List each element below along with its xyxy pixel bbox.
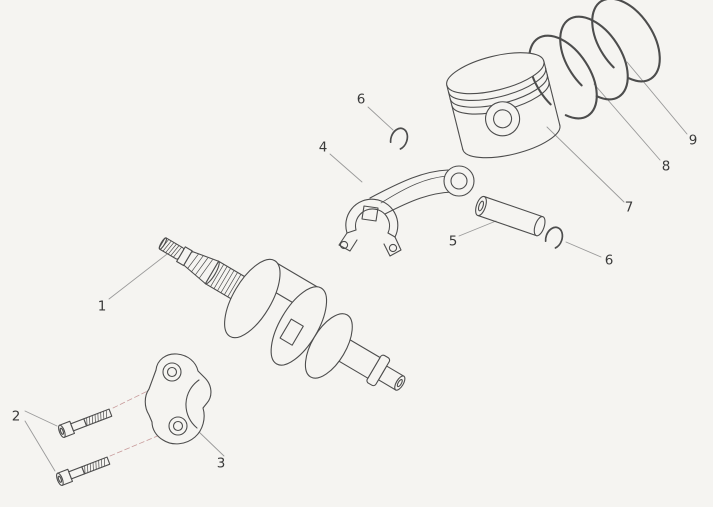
- callout-6-lower: 6: [604, 252, 614, 269]
- crankshaft: [158, 237, 406, 391]
- piston-rings: [528, 0, 661, 120]
- piston-pin: [475, 195, 546, 237]
- callout-9: 9: [688, 132, 698, 149]
- connecting-rod: [338, 165, 475, 257]
- callout-5: 5: [448, 233, 458, 250]
- callout-7: 7: [624, 199, 634, 216]
- callout-3: 3: [216, 455, 226, 472]
- callout-1: 1: [97, 298, 107, 315]
- circlip-upper: [389, 127, 409, 151]
- callout-2: 2: [11, 408, 21, 425]
- callout-6-upper: 6: [356, 91, 366, 108]
- piston: [446, 52, 561, 159]
- circlip-lower: [544, 226, 564, 250]
- callout-8: 8: [661, 158, 671, 175]
- leader-lines: [24, 61, 688, 472]
- callout-4: 4: [318, 139, 328, 156]
- bearing-cap: [144, 353, 212, 445]
- cap-bolt-1: [58, 408, 113, 438]
- cap-bolt-2: [56, 456, 111, 486]
- piston-ring-outer: [591, 0, 661, 83]
- piston-ring-inner: [528, 34, 598, 120]
- piston-ring-middle: [559, 15, 629, 101]
